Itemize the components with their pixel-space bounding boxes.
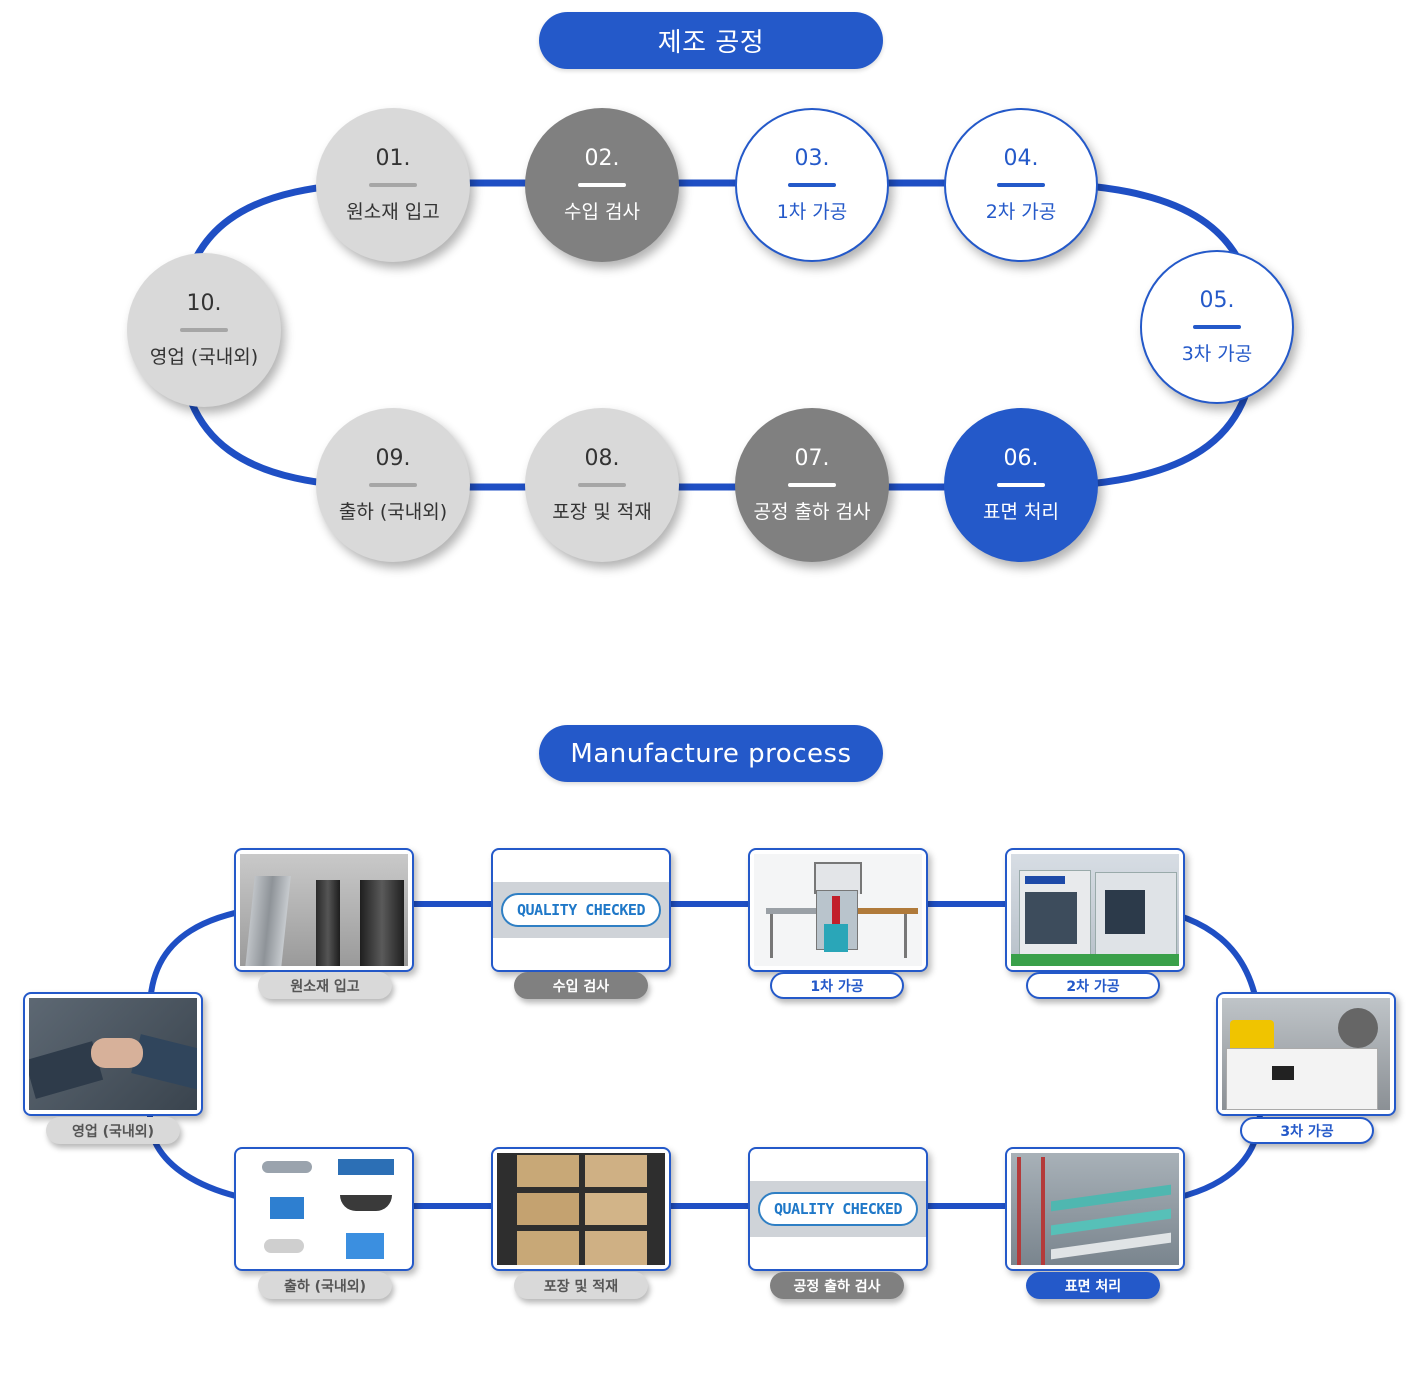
step-label: 1차 가공 (776, 201, 848, 223)
step-label: 2차 가공 (985, 201, 1057, 223)
photo-tag-shipping: 출하 (국내외) (258, 1272, 392, 1299)
step-label: 수입 검사 (564, 201, 640, 223)
step-label: 원소재 입고 (346, 201, 440, 223)
step-divider (1193, 325, 1241, 329)
photo-tag-incoming-inspection: 수입 검사 (514, 972, 648, 999)
step-label: 영업 (국내외) (149, 346, 259, 368)
machine-drawing-photo (754, 854, 922, 966)
step-number: 05. (1199, 288, 1235, 313)
photo-card-shipping (234, 1147, 414, 1271)
photo-tag-shipment-inspection: 공정 출하 검사 (770, 1272, 904, 1299)
step-label: 표면 처리 (983, 501, 1059, 523)
step-number: 07. (794, 446, 830, 471)
photo-card-third-machining (1216, 992, 1396, 1116)
cnc-machine-photo (1011, 854, 1179, 966)
photo-card-surface-treatment (1005, 1147, 1185, 1271)
photo-tag-sales: 영업 (국내외) (46, 1117, 180, 1144)
photo-card-raw-material (234, 848, 414, 972)
step-10: 10. 영업 (국내외) (127, 253, 281, 407)
step-08: 08. 포장 및 적재 (525, 408, 679, 562)
shipping-photo (240, 1153, 408, 1265)
photo-card-incoming-inspection: QUALITY CHECKED (491, 848, 671, 972)
step-05: 05. 3차 가공 (1140, 250, 1294, 404)
step-divider (997, 483, 1045, 487)
step-02: 02. 수입 검사 (525, 108, 679, 262)
step-label: 출하 (국내외) (338, 501, 448, 523)
step-divider (180, 328, 228, 332)
quality-checked-stamp: QUALITY CHECKED (493, 882, 669, 938)
packaging-photo (497, 1153, 665, 1265)
surface-treatment-photo (1011, 1153, 1179, 1265)
photo-tag-raw-material: 원소재 입고 (258, 972, 392, 999)
photo-tag-second-machining: 2차 가공 (1026, 972, 1160, 999)
step-divider (578, 483, 626, 487)
step-number: 03. (794, 146, 830, 171)
step-divider (369, 483, 417, 487)
photo-card-packaging (491, 1147, 671, 1271)
process-title-english: Manufacture process (539, 725, 883, 782)
photo-tag-first-machining: 1차 가공 (770, 972, 904, 999)
photo-tag-packaging: 포장 및 적재 (514, 1272, 648, 1299)
step-04: 04. 2차 가공 (944, 108, 1098, 262)
step-01: 01. 원소재 입고 (316, 108, 470, 262)
photo-card-second-machining (1005, 848, 1185, 972)
photo-tag-surface-treatment: 표면 처리 (1026, 1272, 1160, 1299)
photo-card-first-machining (748, 848, 928, 972)
step-divider (997, 183, 1045, 187)
step-09: 09. 출하 (국내외) (316, 408, 470, 562)
step-label: 공정 출하 검사 (753, 501, 871, 523)
photo-card-sales (23, 992, 203, 1116)
raw-material-photo (240, 854, 408, 966)
photo-card-shipment-inspection: QUALITY CHECKED (748, 1147, 928, 1271)
step-number: 09. (375, 446, 411, 471)
processing-line-photo (1222, 998, 1390, 1110)
step-number: 10. (186, 291, 222, 316)
quality-checked-stamp: QUALITY CHECKED (750, 1181, 926, 1237)
step-number: 06. (1003, 446, 1039, 471)
step-07: 07. 공정 출하 검사 (735, 408, 889, 562)
step-number: 08. (584, 446, 620, 471)
step-number: 01. (375, 146, 411, 171)
step-number: 04. (1003, 146, 1039, 171)
step-divider (369, 183, 417, 187)
step-divider (788, 183, 836, 187)
step-06: 06. 표면 처리 (944, 408, 1098, 562)
step-03: 03. 1차 가공 (735, 108, 889, 262)
step-label: 포장 및 적재 (552, 501, 652, 523)
step-label: 3차 가공 (1181, 343, 1253, 365)
handshake-photo (29, 998, 197, 1110)
step-divider (578, 183, 626, 187)
step-divider (788, 483, 836, 487)
step-number: 02. (584, 146, 620, 171)
photo-tag-third-machining: 3차 가공 (1240, 1117, 1374, 1144)
process-title-korean: 제조 공정 (539, 12, 883, 69)
